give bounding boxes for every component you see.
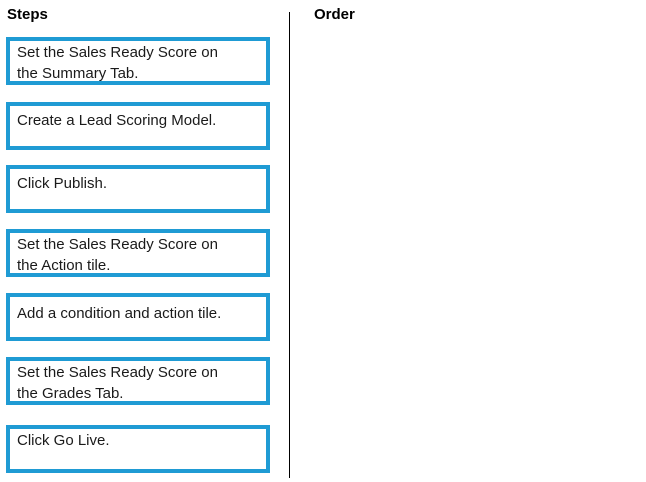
step-label: Create a Lead Scoring Model.: [17, 112, 217, 129]
step-label: Set the Sales Ready Score on the Action …: [17, 236, 218, 274]
step-card[interactable]: Set the Sales Ready Score on the Grades …: [6, 357, 270, 405]
step-label: Click Publish.: [17, 175, 108, 192]
step-card[interactable]: Set the Sales Ready Score on the Action …: [6, 229, 270, 277]
order-drop-area[interactable]: [296, 32, 636, 472]
steps-heading: Steps: [7, 6, 48, 23]
step-card[interactable]: Create a Lead Scoring Model.: [6, 102, 270, 150]
column-divider: [289, 12, 290, 478]
step-label: Set the Sales Ready Score on the Summary…: [17, 44, 218, 82]
order-heading: Order: [314, 6, 355, 23]
step-label: Set the Sales Ready Score on the Grades …: [17, 364, 218, 402]
step-card[interactable]: Click Publish.: [6, 165, 270, 213]
step-card[interactable]: Click Go Live.: [6, 425, 270, 473]
step-label: Click Go Live.: [17, 432, 110, 449]
step-label: Add a condition and action tile.: [17, 305, 222, 322]
step-card[interactable]: Set the Sales Ready Score on the Summary…: [6, 37, 270, 85]
step-card[interactable]: Add a condition and action tile.: [6, 293, 270, 341]
